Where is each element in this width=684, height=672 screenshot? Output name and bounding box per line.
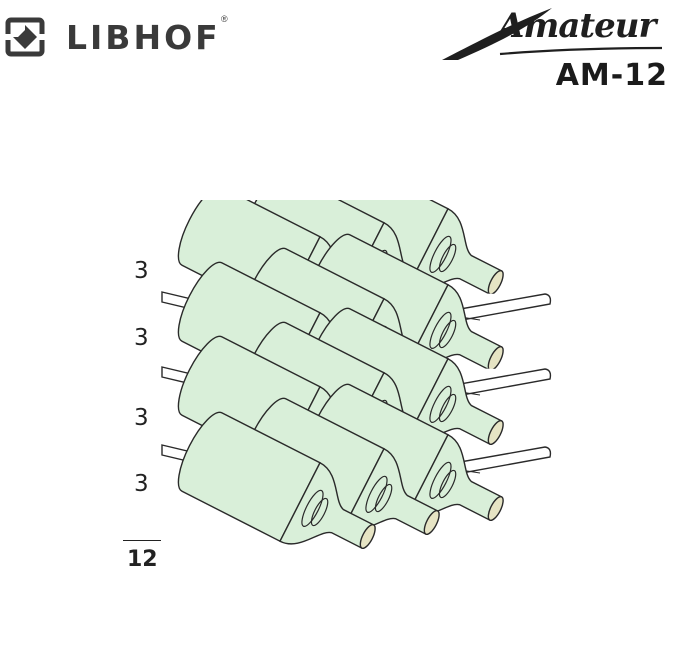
bottle-ring [429,385,452,423]
series-swoosh-icon [442,8,663,60]
bottle-ring [429,461,452,499]
shelf-4-count: 3 [134,471,149,497]
bottle-ring [429,235,452,273]
bottle-cork [487,419,504,446]
bottle-cork [423,509,440,536]
bottle-body [177,411,321,543]
model-number: AM-12 [555,58,668,93]
bottle-ring [301,489,324,527]
wine-bottle [177,411,376,550]
bottle-cork [359,523,376,550]
brand-name: LIBHOF [66,17,221,57]
brand-logo: LIBHOF ® [2,14,228,60]
bottle-ring [365,475,388,513]
bottle-cork [487,495,504,522]
bottle-ring [374,483,393,513]
series-logo: Amateur [440,4,670,66]
total-divider [123,540,161,541]
registered-mark: ® [221,14,228,24]
bottle-rack-illustration [161,200,552,550]
libhof-diamond-logo-icon [5,17,45,57]
shelf-3-count: 3 [134,405,149,431]
total-capacity: 12 [127,547,158,572]
bottle-ring [429,311,452,349]
shelf-1-count: 3 [134,258,149,284]
bottle-ring [438,243,457,273]
series-name: Amateur [498,6,656,46]
bottle-ring [438,319,457,349]
bottle-ring [438,469,457,499]
shelf-2-count: 3 [134,325,149,351]
bottle-ring [310,497,329,527]
bottle-ring [438,393,457,423]
